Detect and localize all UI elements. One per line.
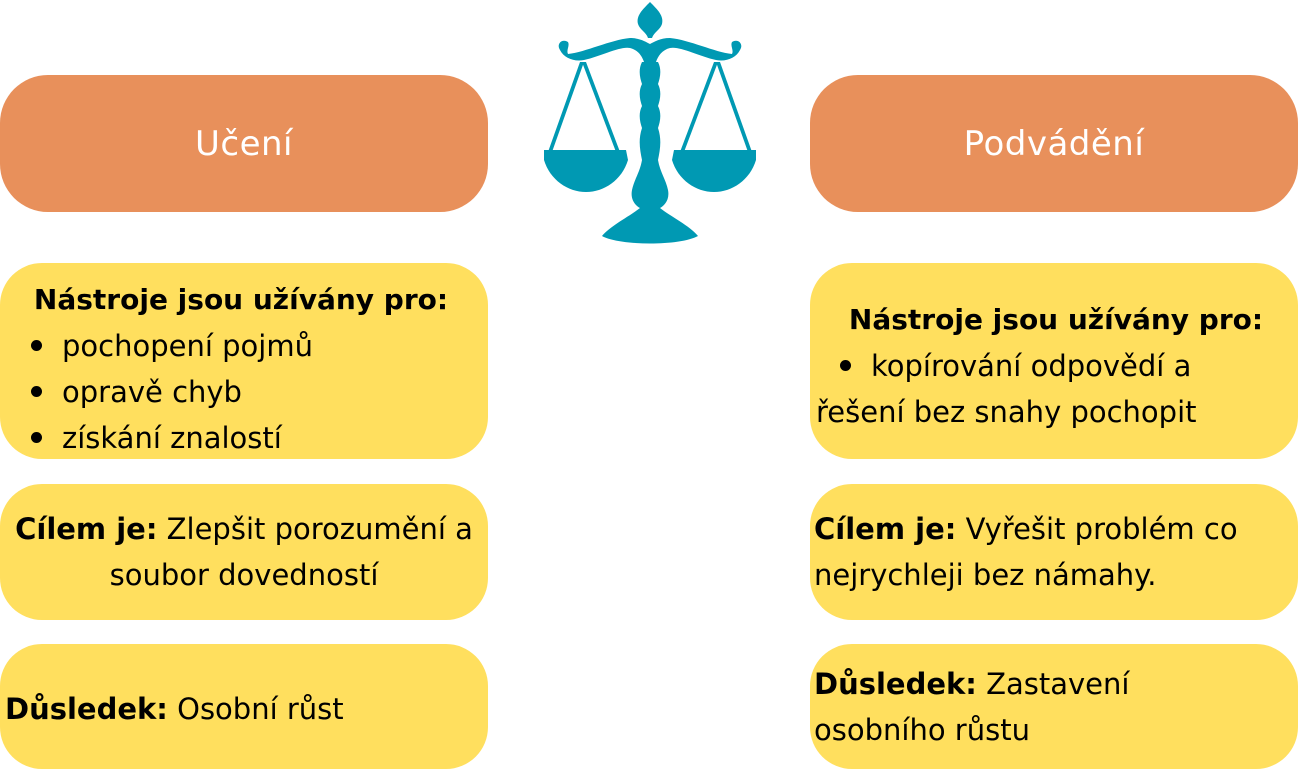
learning-consequence-card: Důsledek: Osobní růst (0, 644, 488, 769)
cheating-header: Podvádění (810, 75, 1298, 212)
learning-tools-title: Nástroje jsou užívány pro: (33, 283, 449, 316)
bullet-icon (840, 360, 851, 371)
cheating-header-label: Podvádění (963, 123, 1145, 164)
goal-value: Zlepšit porozumění a soubor dovedností (109, 512, 473, 592)
learning-goal-card: Cílem je: Zlepšit porozumění a soubor do… (0, 484, 488, 620)
goal-value: Vyřešit problém co nejrychleji bez námah… (814, 512, 1238, 592)
consequence-value: Zastavení osobního růstu (814, 666, 1130, 747)
cheating-consequence-text: Důsledek: Zastavení osobního růstu (810, 661, 1160, 753)
learning-tools-list: pochopení pojmů opravě chyb získání znal… (0, 323, 488, 461)
cheating-tools-title: Nástroje jsou užívány pro: (848, 303, 1264, 336)
consequence-label: Důsledek: (814, 666, 977, 701)
learning-consequence-text: Důsledek: Osobní růst (0, 682, 344, 732)
cheating-goal-card: Cílem je: Vyřešit problém co nejrychleji… (810, 484, 1298, 620)
list-item: pochopení pojmů (0, 323, 488, 369)
cheating-consequence-card: Důsledek: Zastavení osobního růstu (810, 644, 1298, 769)
learning-header-label: Učení (195, 123, 293, 164)
scales-of-justice-icon (544, 2, 756, 244)
bullet-icon (31, 386, 42, 397)
learning-tools-card: Nástroje jsou užívány pro: pochopení poj… (0, 263, 488, 459)
learning-header: Učení (0, 75, 488, 212)
list-item-continuation: řešení bez snahy pochopit (816, 395, 1197, 429)
consequence-value: Osobní růst (167, 691, 344, 726)
list-item: opravě chyb (0, 369, 488, 415)
bullet-icon (31, 340, 42, 351)
list-item: kopírování odpovědí a (810, 343, 1298, 389)
consequence-label: Důsledek: (5, 691, 168, 726)
list-item: získání znalostí (0, 415, 488, 461)
bullet-icon (31, 432, 42, 443)
goal-label: Cílem je: (15, 512, 158, 546)
cheating-tools-list: kopírování odpovědí a řešení bez snahy p… (810, 343, 1298, 435)
cheating-goal-text: Cílem je: Vyřešit problém co nejrychleji… (810, 506, 1280, 598)
learning-goal-text: Cílem je: Zlepšit porozumění a soubor do… (9, 506, 479, 598)
goal-label: Cílem je: (814, 512, 957, 546)
cheating-tools-card: Nástroje jsou užívány pro: kopírování od… (810, 263, 1298, 459)
